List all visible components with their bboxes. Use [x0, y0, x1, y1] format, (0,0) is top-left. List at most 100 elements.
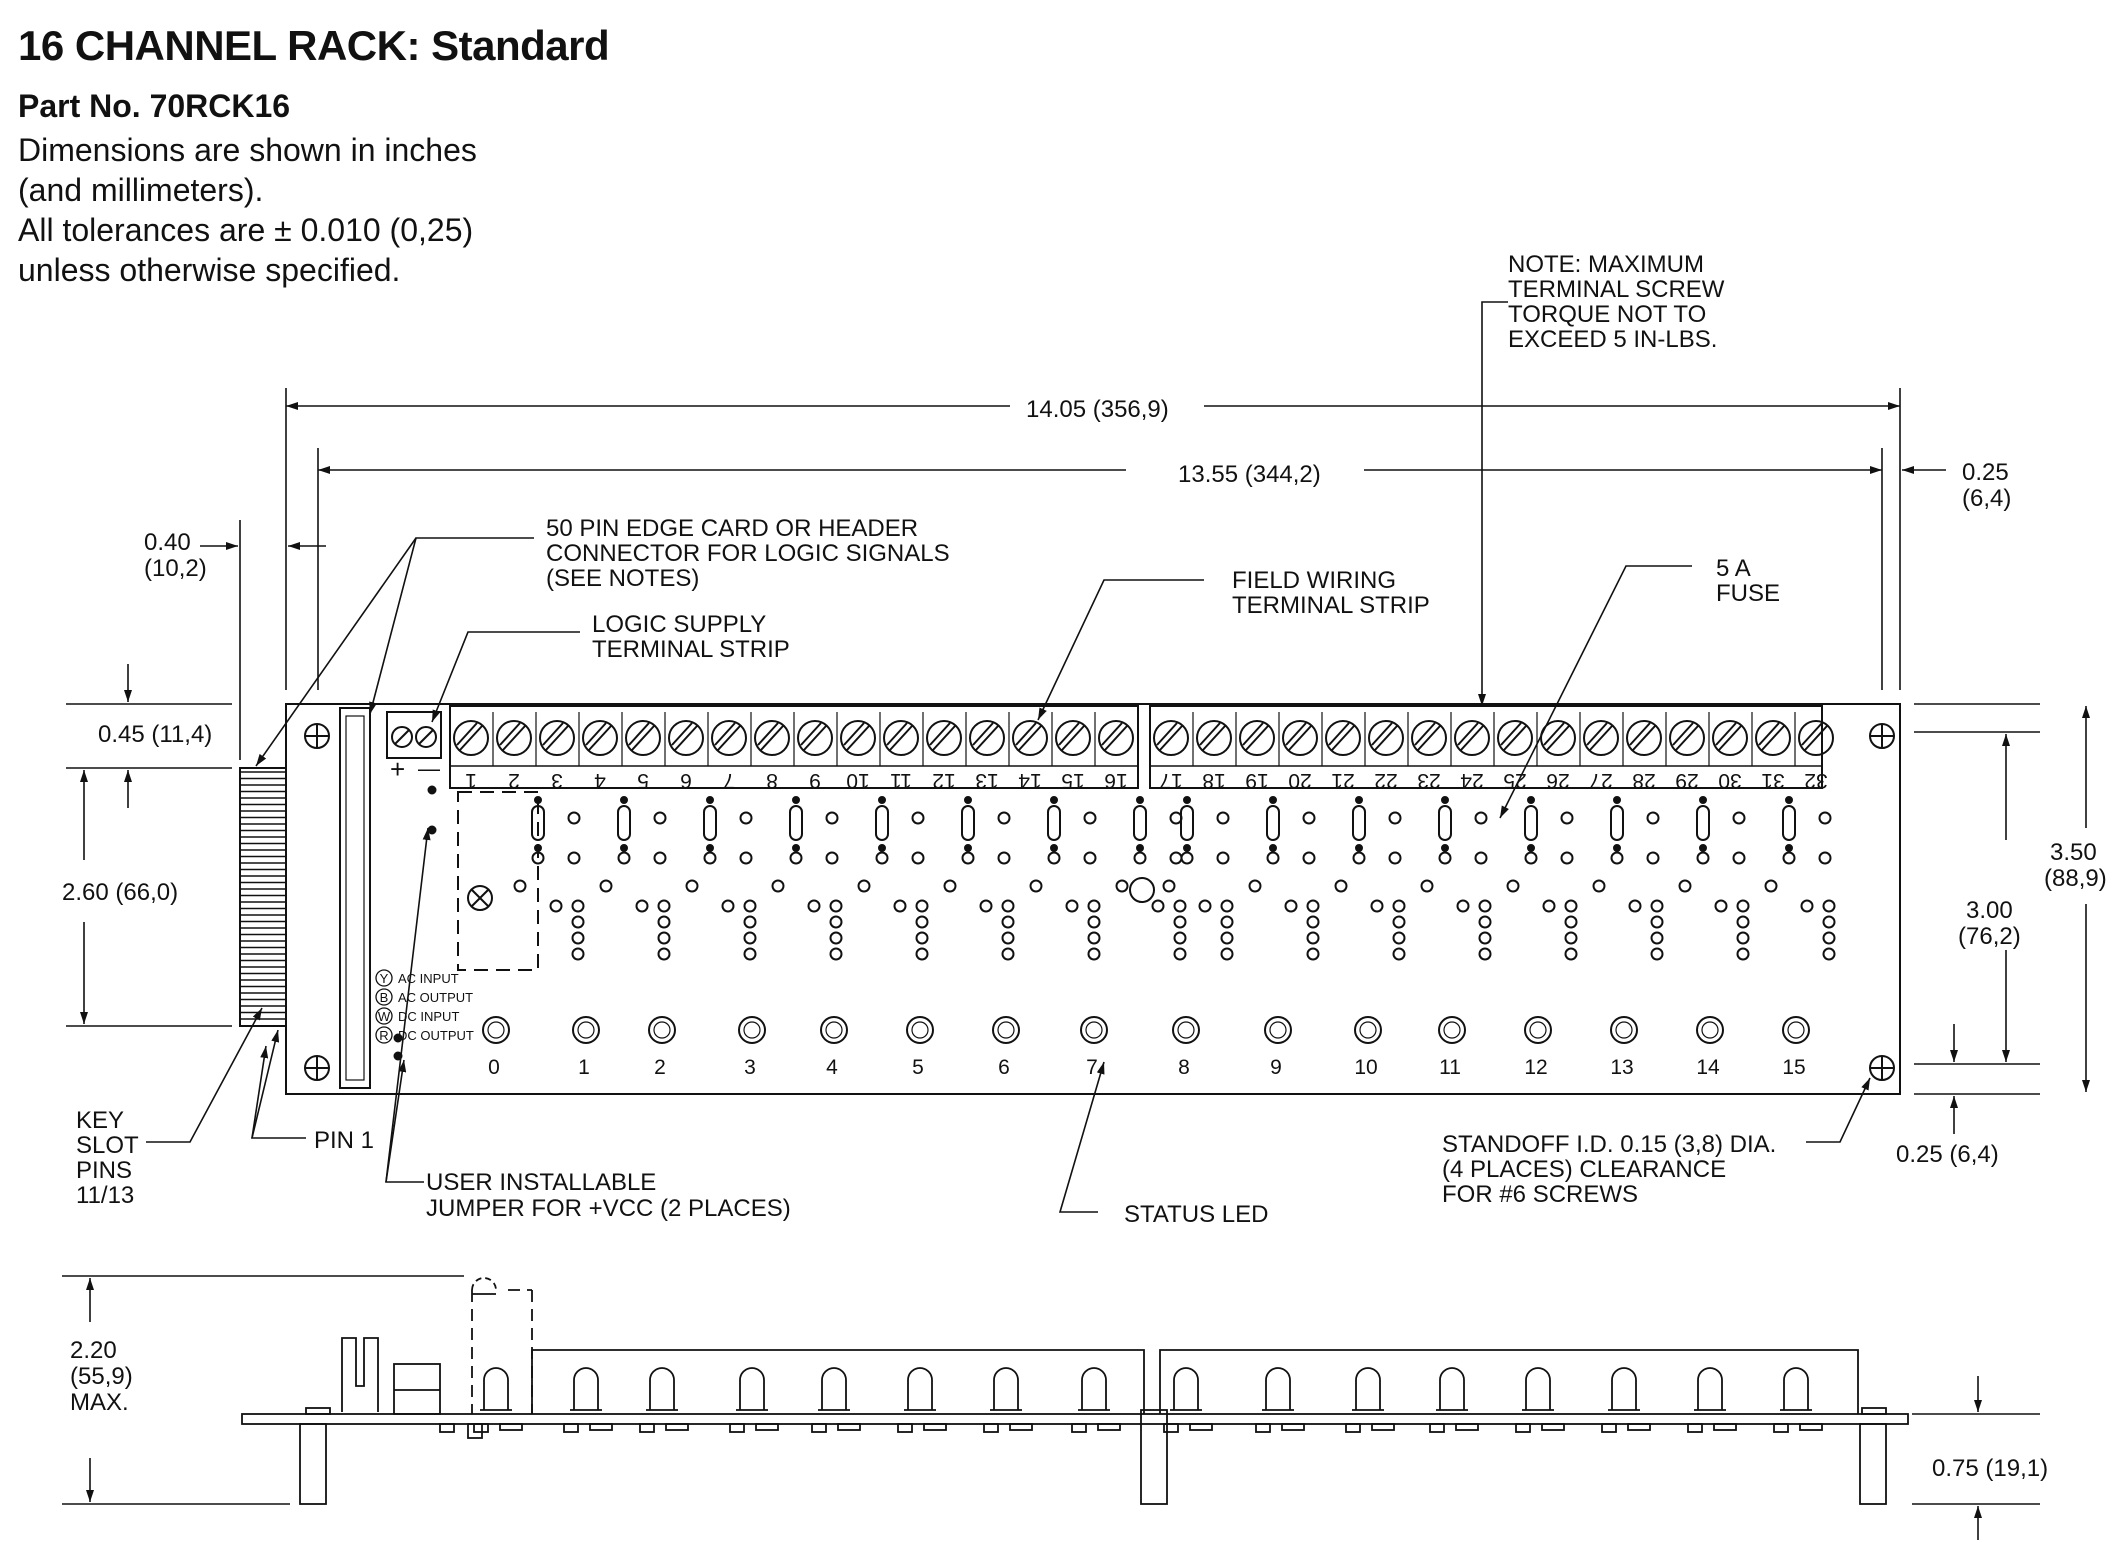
channel-fuse	[703, 805, 717, 841]
legend-code-circle	[375, 1007, 393, 1025]
terminal-screw	[711, 720, 747, 756]
terminal-screws	[449, 712, 1834, 766]
terminal-number: 14	[1018, 769, 1042, 792]
note-line-3: TORQUE NOT TO	[1508, 301, 1706, 328]
standoff-callout-1: STANDOFF I.D. 0.15 (3,8) DIA.	[1442, 1131, 1776, 1158]
status-led	[1610, 1016, 1638, 1044]
status-led	[482, 1016, 510, 1044]
status-led	[1782, 1016, 1810, 1044]
terminal-screw	[496, 720, 532, 756]
terminal-number: 23	[1417, 769, 1440, 792]
channel-number: 12	[1524, 1056, 1547, 1079]
channel-fuse	[789, 805, 803, 841]
terminal-screw	[625, 720, 661, 756]
dim-overall-length: 14.05 (356,9)	[1026, 396, 1169, 423]
channel-number: 7	[1086, 1056, 1098, 1079]
side-standoff-left	[299, 1423, 327, 1505]
terminal-number: 4	[594, 769, 606, 792]
legend-code-circle	[375, 969, 393, 987]
standoff-callout-2: (4 PLACES) CLEARANCE	[1442, 1156, 1726, 1183]
dim-edge-right-a: 0.25	[1962, 459, 2009, 486]
side-led	[649, 1367, 675, 1410]
terminal-number: 20	[1288, 769, 1311, 792]
channel-fuse	[961, 805, 975, 841]
terminal-screw	[1055, 720, 1091, 756]
status-led	[820, 1016, 848, 1044]
terminal-screw	[539, 720, 575, 756]
legend-code: B	[380, 990, 389, 1005]
terminal-number: 24	[1460, 769, 1484, 792]
channel-number: 2	[654, 1056, 666, 1079]
terminal-screw	[1282, 720, 1318, 756]
note-line-2: TERMINAL SCREW	[1508, 276, 1725, 303]
status-led	[1438, 1016, 1466, 1044]
terminal-number: 19	[1245, 769, 1268, 792]
terminal-screw	[1497, 720, 1533, 756]
dim-mount-height-b: (76,2)	[1958, 923, 2021, 950]
terminal-screw	[1626, 720, 1662, 756]
status-led	[648, 1016, 676, 1044]
dim-connector-length: 2.60 (66,0)	[62, 879, 178, 906]
jumper-callout-1: USER INSTALLABLE	[426, 1169, 656, 1196]
status-led	[1172, 1016, 1200, 1044]
key-slot-callout-4: 11/13	[76, 1182, 134, 1209]
side-led-profiles	[473, 1367, 1823, 1433]
edge-card-fingers	[239, 767, 287, 1027]
channel-fuse	[1047, 805, 1061, 841]
terminal-screw	[668, 720, 704, 756]
dim-height-b: (88,9)	[2044, 865, 2107, 892]
supply-minus-symbol: —	[418, 756, 440, 781]
channel-fuse	[617, 805, 631, 841]
terminal-number: 31	[1761, 769, 1784, 792]
terminal-screw	[1098, 720, 1134, 756]
field-wiring-callout-2: TERMINAL STRIP	[1232, 592, 1430, 619]
channel-number: 6	[998, 1056, 1010, 1079]
dim-side-height-a: 2.20	[70, 1337, 117, 1364]
side-view	[241, 1277, 1909, 1505]
side-led	[821, 1367, 847, 1410]
side-led	[1081, 1367, 1107, 1410]
legend-code: Y	[380, 971, 389, 986]
channel-number: 8	[1178, 1056, 1190, 1079]
terminal-number: 9	[809, 769, 821, 792]
note-line-1: NOTE: MAXIMUM	[1508, 251, 1704, 278]
terminal-screw	[1411, 720, 1447, 756]
page-title: 16 CHANNEL RACK: Standard	[18, 22, 610, 69]
terminal-number: 22	[1374, 769, 1397, 792]
terminal-number: 26	[1546, 769, 1569, 792]
channel-number: 1	[578, 1056, 590, 1079]
legend-label: DC OUTPUT	[398, 1028, 474, 1043]
terminal-screw	[840, 720, 876, 756]
edge-card-callout-3: (SEE NOTES)	[546, 565, 699, 592]
supply-screw-plus	[391, 726, 413, 748]
side-led	[1265, 1367, 1291, 1410]
status-led	[1264, 1016, 1292, 1044]
logic-supply-callout-1: LOGIC SUPPLY	[592, 611, 766, 638]
header-connector-inner	[345, 715, 365, 1081]
board-outline	[285, 703, 1901, 1095]
legend-code-circles	[375, 969, 393, 1044]
side-led	[1355, 1367, 1381, 1410]
terminal-screw	[1196, 720, 1232, 756]
legend-code-circle	[375, 1026, 393, 1044]
terminal-number: 32	[1804, 769, 1827, 792]
edge-card-finger-lines	[240, 771, 286, 1020]
channel-fuse	[1266, 805, 1280, 841]
intro-line-2: (and millimeters).	[18, 172, 264, 208]
channel-fuse	[1524, 805, 1538, 841]
channel-number: 13	[1610, 1056, 1633, 1079]
terminal-screw	[1153, 720, 1189, 756]
channel-fuse	[1610, 805, 1624, 841]
channel-fuse	[1696, 805, 1710, 841]
side-led	[993, 1367, 1019, 1410]
supply-screw-minus	[415, 726, 437, 748]
status-led	[1696, 1016, 1724, 1044]
terminal-number: 16	[1104, 769, 1127, 792]
channel-components	[482, 796, 1836, 1044]
status-led	[906, 1016, 934, 1044]
terminal-number: 8	[766, 769, 778, 792]
side-led	[1783, 1367, 1809, 1410]
terminal-number: 28	[1632, 769, 1655, 792]
terminal-screw	[1755, 720, 1791, 756]
